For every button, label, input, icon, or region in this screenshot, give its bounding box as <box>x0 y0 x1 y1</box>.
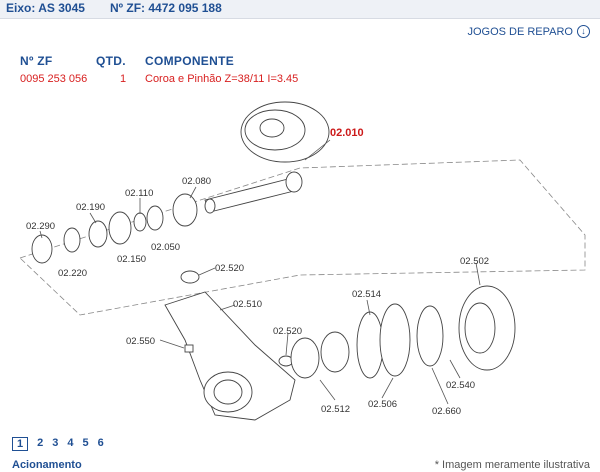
seal-ring-02660-part[interactable] <box>416 305 444 367</box>
callout-02110[interactable]: 02.110 <box>125 188 153 199</box>
bushing-02520a-part[interactable] <box>180 270 200 284</box>
callout-02190[interactable]: 02.190 <box>76 202 105 213</box>
axle-housing-part[interactable] <box>164 291 296 421</box>
pinion-shaft-part[interactable] <box>204 171 303 214</box>
download-circle-icon: ↓ <box>577 25 590 38</box>
hub-02502-part[interactable] <box>458 285 516 371</box>
row-nzf[interactable]: 0095 253 056 <box>20 73 88 85</box>
page-5-link[interactable]: 5 <box>82 437 89 449</box>
ring-02050-part[interactable] <box>146 205 164 231</box>
callout-02660[interactable]: 02.660 <box>432 406 461 417</box>
zf-number-label: Nº ZF: 4472 095 188 <box>110 1 222 15</box>
exploded-parts-diagram: 02.010 02.080 02.110 02.190 02.290 02.22… <box>19 101 586 421</box>
callout-02220[interactable]: 02.220 <box>58 268 87 279</box>
col-componente-header: COMPONENTE <box>145 54 235 68</box>
snap-ring-02514-part[interactable] <box>356 311 384 379</box>
header-bar: Eixo: AS 3045 Nº ZF: 4472 095 188 <box>0 0 600 19</box>
callout-02550[interactable]: 02.550 <box>126 336 155 347</box>
callout-02512[interactable]: 02.512 <box>321 404 350 415</box>
page-4-link[interactable]: 4 <box>67 437 74 449</box>
bearing-02080-part[interactable] <box>172 193 198 227</box>
disclaimer-note: * Imagem meramente ilustrativa <box>434 459 590 471</box>
repair-kits-link[interactable]: JOGOS DE REPARO ↓ <box>467 25 590 38</box>
row-qtd: 1 <box>120 73 127 85</box>
page-1-link[interactable]: 1 <box>12 437 29 451</box>
bearing-02150-part[interactable] <box>108 211 132 245</box>
callout-02520-upper[interactable]: 02.520 <box>215 263 244 274</box>
row-componente[interactable]: Coroa e Pinhão Z=38/11 I=3.45 <box>145 73 299 85</box>
ring-02506-part[interactable] <box>379 303 411 377</box>
callout-02520-lower[interactable]: 02.520 <box>273 326 302 337</box>
callout-02506[interactable]: 02.506 <box>368 399 397 410</box>
pagination: 1 2 3 4 5 6 <box>12 437 104 451</box>
seal-02220-part[interactable] <box>63 227 81 253</box>
callout-02510[interactable]: 02.510 <box>233 299 262 310</box>
hub-cylinder-02512-part[interactable] <box>290 331 350 379</box>
callout-02150[interactable]: 02.150 <box>117 254 146 265</box>
page-3-link[interactable]: 3 <box>52 437 59 449</box>
repair-kits-label: JOGOS DE REPARO <box>467 25 573 38</box>
crown-gear-part[interactable] <box>240 101 330 163</box>
callout-02080[interactable]: 02.080 <box>182 176 211 187</box>
page-6-link[interactable]: 6 <box>97 437 104 449</box>
callout-02290[interactable]: 02.290 <box>26 221 55 232</box>
ring-02190-part[interactable] <box>88 220 108 248</box>
section-label: Acionamento <box>12 459 82 471</box>
col-nzf-header: Nº ZF <box>20 54 53 68</box>
spacer-02110-part[interactable] <box>133 212 147 232</box>
page-2-link[interactable]: 2 <box>37 437 44 449</box>
axle-label: Eixo: AS 3045 <box>6 1 85 15</box>
callout-02514[interactable]: 02.514 <box>352 289 381 300</box>
callout-02010[interactable]: 02.010 <box>330 127 364 139</box>
callout-02050[interactable]: 02.050 <box>151 242 180 253</box>
callout-02540[interactable]: 02.540 <box>446 380 475 391</box>
col-qtd-header: QTD. <box>96 54 126 68</box>
callout-02502[interactable]: 02.502 <box>460 256 489 267</box>
flange-02290-part[interactable] <box>31 234 53 264</box>
grease-fitting-part[interactable] <box>184 344 194 353</box>
